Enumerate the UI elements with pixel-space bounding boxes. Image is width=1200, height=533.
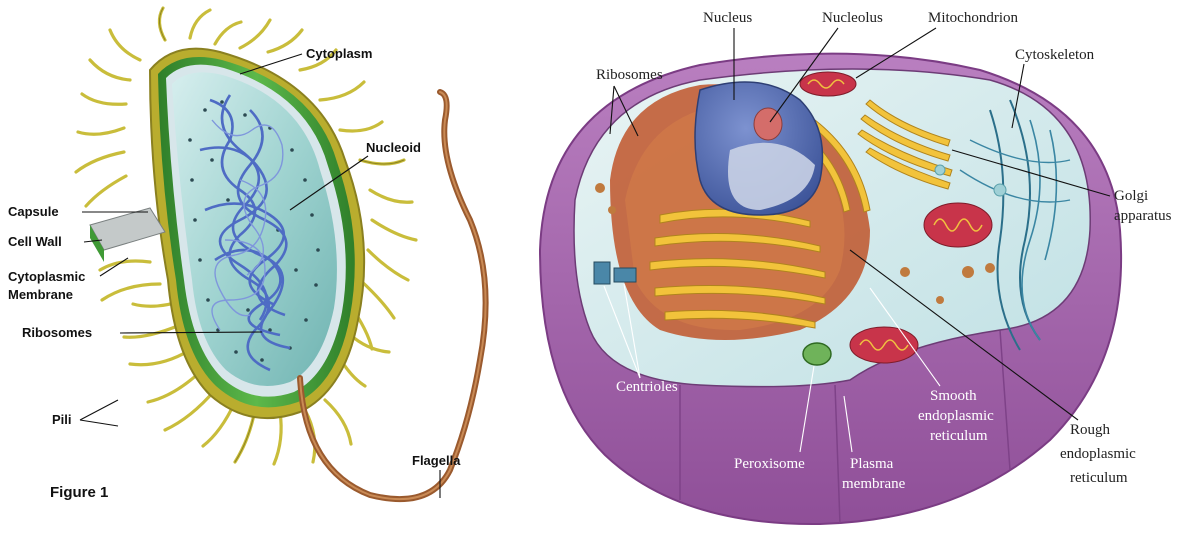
label-smooth-er-line1: Smooth: [930, 388, 977, 404]
label-smooth-er-line2: endoplasmic: [918, 408, 994, 424]
label-mitochondrion: Mitochondrion: [928, 10, 1018, 26]
label-golgi-line1: Golgi: [1114, 188, 1148, 204]
label-cytoplasmic-membrane-line2: Membrane: [8, 287, 73, 302]
label-nucleoid: Nucleoid: [366, 140, 421, 155]
label-ribosomes-euk: Ribosomes: [596, 67, 663, 83]
label-cytoplasmic-membrane-line1: Cytoplasmic: [8, 269, 85, 284]
label-ribosomes: Ribosomes: [22, 325, 92, 340]
label-centrioles: Centrioles: [616, 379, 678, 395]
label-peroxisome: Peroxisome: [734, 456, 805, 472]
prokaryote-illustration: [76, 8, 486, 499]
mitochondrion-right: [924, 203, 992, 247]
label-pili: Pili: [52, 412, 72, 427]
label-plasma-membrane-line1: Plasma: [850, 456, 894, 472]
eukaryote-illustration: [540, 54, 1121, 524]
mitochondrion-top: [800, 72, 856, 96]
figure-caption: Figure 1: [50, 484, 108, 501]
cutaway-flap: [90, 208, 165, 250]
label-smooth-er-line3: reticulum: [930, 428, 988, 444]
nucleolus: [754, 108, 782, 140]
label-nucleus: Nucleus: [703, 10, 752, 26]
label-capsule: Capsule: [8, 204, 59, 219]
label-cytoplasm: Cytoplasm: [306, 46, 372, 61]
label-rough-er-line2: endoplasmic: [1060, 446, 1136, 462]
label-plasma-membrane-line2: membrane: [842, 476, 906, 492]
label-flagella: Flagella: [412, 453, 461, 468]
label-cell-wall: Cell Wall: [8, 234, 62, 249]
label-nucleolus: Nucleolus: [822, 10, 883, 26]
mitochondrion-lower: [850, 327, 918, 363]
label-cytoskeleton: Cytoskeleton: [1015, 47, 1095, 63]
label-rough-er-line3: reticulum: [1070, 470, 1128, 486]
peroxisome: [803, 343, 831, 365]
label-golgi-line2: apparatus: [1114, 208, 1172, 224]
label-rough-er-line1: Rough: [1070, 422, 1111, 438]
